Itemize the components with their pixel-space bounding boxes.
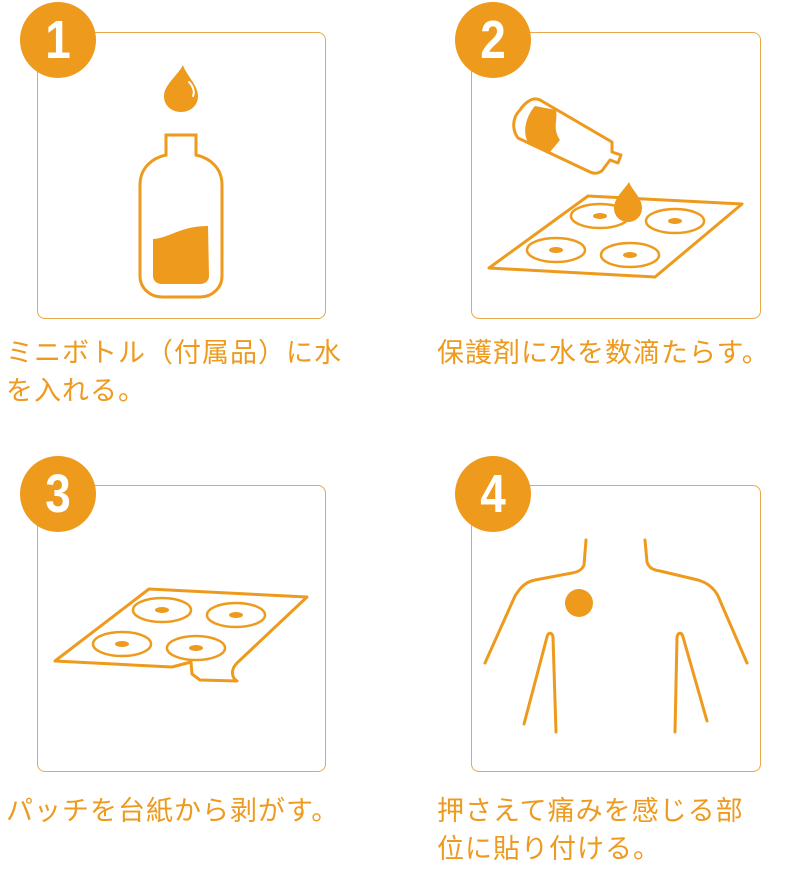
caption-line: パッチを台紙から剥がす。 (6, 796, 340, 827)
caption-line: 押さえて痛みを感じる部 (437, 796, 744, 827)
caption-line: 保護剤に水を数滴たらす。 (437, 338, 770, 369)
step-4-caption: 押さえて痛みを感じる部 位に貼り付ける。 (437, 793, 744, 869)
step-3-caption: パッチを台紙から剥がす。 (6, 793, 339, 831)
caption-line: ミニボトル（付属品）に水 (6, 338, 342, 369)
caption-line: を入れる。 (6, 376, 146, 407)
step-number: 2 (480, 10, 506, 70)
step-3-number-badge: 3 (20, 456, 96, 532)
step-2-frame (471, 32, 761, 319)
step-2-caption: 保護剤に水を数滴たらす。 (437, 335, 770, 373)
step-3-frame (37, 485, 326, 772)
step-1-number-badge: 1 (20, 2, 96, 78)
step-number: 3 (45, 464, 71, 524)
caption-line: 位に貼り付ける。 (437, 834, 661, 865)
step-number: 1 (45, 10, 71, 70)
step-4-frame (471, 485, 761, 772)
step-number: 4 (480, 464, 506, 524)
step-1-caption: ミニボトル（付属品）に水 を入れる。 (6, 335, 342, 411)
step-2-number-badge: 2 (455, 2, 531, 78)
step-4-number-badge: 4 (455, 456, 531, 532)
